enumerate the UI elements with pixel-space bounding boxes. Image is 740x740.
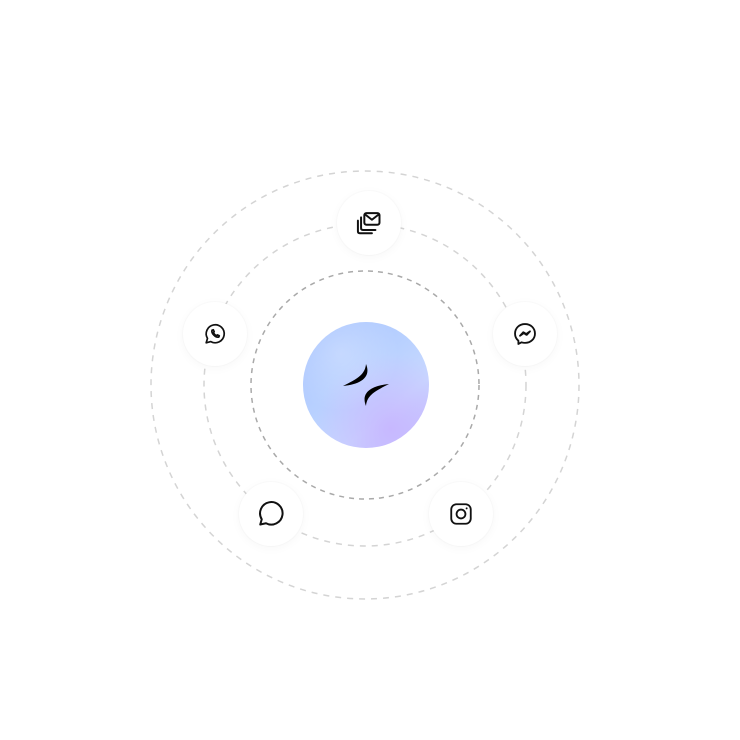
outer-orbit-ring bbox=[150, 170, 580, 600]
instagram-icon bbox=[450, 503, 472, 525]
email-channel-node[interactable] bbox=[337, 191, 401, 255]
chat-bubble-icon bbox=[259, 501, 284, 526]
whatsapp-channel-node[interactable] bbox=[183, 302, 247, 366]
inner-orbit-ring bbox=[250, 270, 480, 500]
email-stack-icon bbox=[356, 212, 381, 235]
whatsapp-icon bbox=[205, 323, 225, 344]
central-hub bbox=[303, 322, 429, 448]
instagram-channel-node[interactable] bbox=[429, 482, 493, 546]
messenger-icon bbox=[514, 323, 536, 345]
brand-logo-icon bbox=[343, 364, 389, 406]
messenger-channel-node[interactable] bbox=[493, 302, 557, 366]
chat-channel-node[interactable] bbox=[239, 482, 303, 546]
